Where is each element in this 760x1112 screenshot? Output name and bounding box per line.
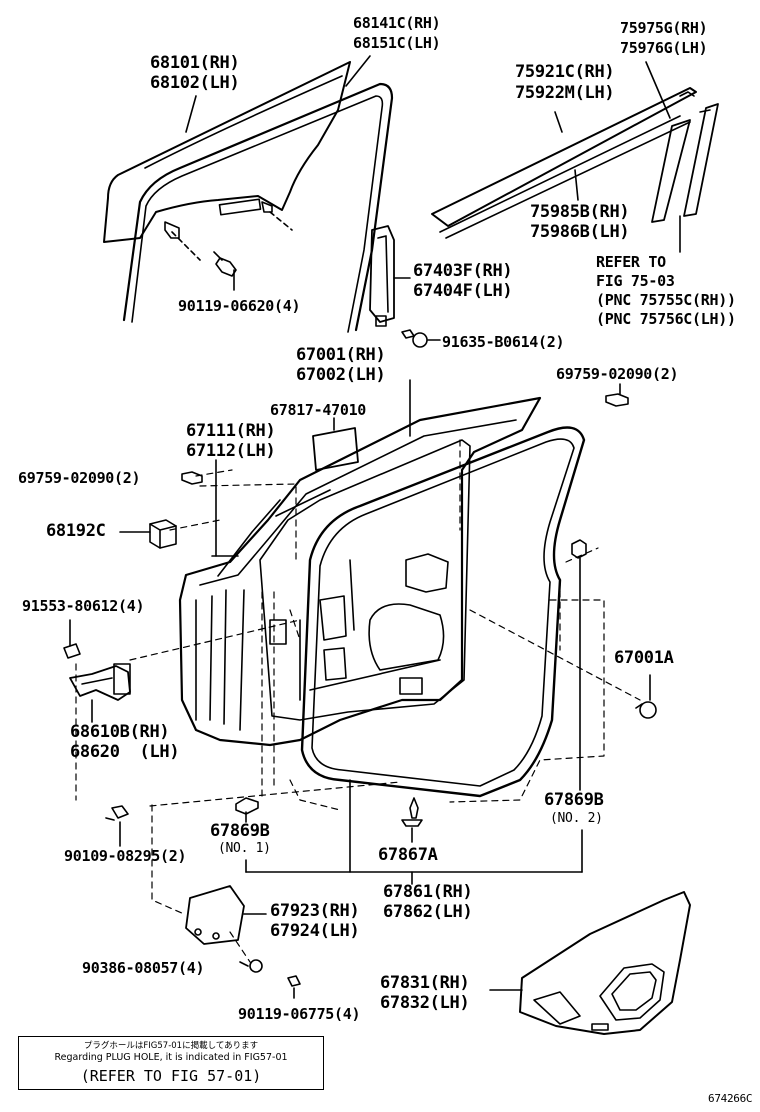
label-90119-06620: 90119-06620(4) xyxy=(178,297,301,315)
label-68151c: 68151C(LH) xyxy=(353,34,441,52)
label-90109-08295: 90109-08295(2) xyxy=(64,847,187,865)
label-75921c: 75921C(RH) xyxy=(515,62,615,82)
label-67001: 67001(RH) xyxy=(296,345,386,365)
label-67923: 67923(RH) xyxy=(270,901,360,921)
clip-67869b-right xyxy=(571,539,587,559)
figure-code: 674266C xyxy=(708,1092,753,1105)
label-67002: 67002(LH) xyxy=(296,365,386,385)
screw-90119-06775 xyxy=(287,975,301,999)
bolt-91553 xyxy=(63,619,81,659)
division-bar-cover xyxy=(369,225,395,327)
service-cover-67831 xyxy=(519,891,691,1035)
screw-91635 xyxy=(401,329,428,348)
label-67861: 67861(RH) xyxy=(383,882,473,902)
door-check-68610b xyxy=(69,663,131,701)
label-67832: 67832(LH) xyxy=(380,993,470,1013)
label-68141c: 68141C(RH) xyxy=(353,14,441,32)
leader-75921c xyxy=(554,111,563,133)
clip-90386 xyxy=(239,959,263,973)
bumper-67001a xyxy=(635,701,657,719)
label-67831: 67831(RH) xyxy=(380,973,470,993)
note-line-japanese: プラグホールはFIG57-01に掲載してあります xyxy=(83,1041,259,1051)
leader-67861 xyxy=(245,779,583,885)
label-68610b: 68610B(RH) xyxy=(70,722,170,742)
belt-moulding xyxy=(431,87,697,239)
label-69759-left: 69759-02090(2) xyxy=(18,469,141,487)
label-69759-right: 69759-02090(2) xyxy=(556,365,679,383)
label-67869b-right: 67869B xyxy=(544,790,604,810)
label-67869b-right-no: (NO. 2) xyxy=(550,811,603,826)
note-refer: (REFER TO FIG 57-01) xyxy=(80,1067,262,1085)
bolt-90119-06620 xyxy=(213,251,237,277)
leader-75985b xyxy=(574,169,579,201)
door-inner-panel xyxy=(259,439,471,721)
plug-hole-note: プラグホールはFIG57-01に掲載してあります Regarding PLUG … xyxy=(18,1036,324,1090)
label-67862: 67862(LH) xyxy=(383,902,473,922)
label-67869b-left-no: (NO. 1) xyxy=(218,841,271,856)
door-glass xyxy=(103,61,351,243)
door-weatherstrip xyxy=(300,426,586,798)
hinge-cover-67923 xyxy=(185,885,245,945)
label-75985b: 75985B(RH) xyxy=(530,202,630,222)
label-67403f: 67403F(RH) xyxy=(413,261,513,281)
label-91635-b0614: 91635-B0614(2) xyxy=(442,333,565,351)
caution-label-67817 xyxy=(312,427,359,471)
label-75986b: 75986B(LH) xyxy=(530,222,630,242)
bolt-90109 xyxy=(105,805,129,821)
clip-67869b-left xyxy=(235,797,259,815)
label-67404f: 67404F(LH) xyxy=(413,281,513,301)
frame-moulding xyxy=(651,103,719,223)
leader-68141c xyxy=(345,55,371,87)
label-67001a: 67001A xyxy=(614,648,674,668)
label-67924: 67924(LH) xyxy=(270,921,360,941)
door-shell xyxy=(178,396,542,747)
label-67867a: 67867A xyxy=(378,845,438,865)
clip-69759-left xyxy=(181,471,203,485)
label-67817: 67817-47010 xyxy=(270,401,367,419)
label-68192c: 68192C xyxy=(46,521,106,541)
label-75976g: 75976G(LH) xyxy=(620,39,708,57)
cover-68192c xyxy=(149,519,177,549)
label-68102: 68102(LH) xyxy=(150,73,240,93)
leader-75975g xyxy=(645,61,671,119)
refer-line-2: FIG 75-03 xyxy=(596,272,675,290)
label-91553-80612: 91553-80612(4) xyxy=(22,597,145,615)
label-90119-06775: 90119-06775(4) xyxy=(238,1005,361,1023)
label-75975g: 75975G(RH) xyxy=(620,19,708,37)
label-67111: 67111(RH) xyxy=(186,421,276,441)
label-67112: 67112(LH) xyxy=(186,441,276,461)
note-line-english: Regarding PLUG HOLE, it is indicated in … xyxy=(54,1052,288,1063)
refer-line-1: REFER TO xyxy=(596,253,666,271)
label-67869b-left: 67869B xyxy=(210,821,270,841)
glass-run-channel xyxy=(122,82,394,333)
label-75922m: 75922M(LH) xyxy=(515,83,615,103)
label-90386-08057: 90386-08057(4) xyxy=(82,959,205,977)
label-68620: 68620 (LH) xyxy=(70,742,180,762)
refer-line-4: (PNC 75756C(LH)) xyxy=(596,310,736,328)
dashed-guides xyxy=(75,439,641,963)
label-68101: 68101(RH) xyxy=(150,53,240,73)
dash-bolt-glass xyxy=(171,231,201,261)
clip-69759-right xyxy=(605,393,629,407)
refer-line-3: (PNC 75755C(RH)) xyxy=(596,291,736,309)
clip-67867a xyxy=(401,797,423,827)
leader-68101 xyxy=(185,95,197,133)
